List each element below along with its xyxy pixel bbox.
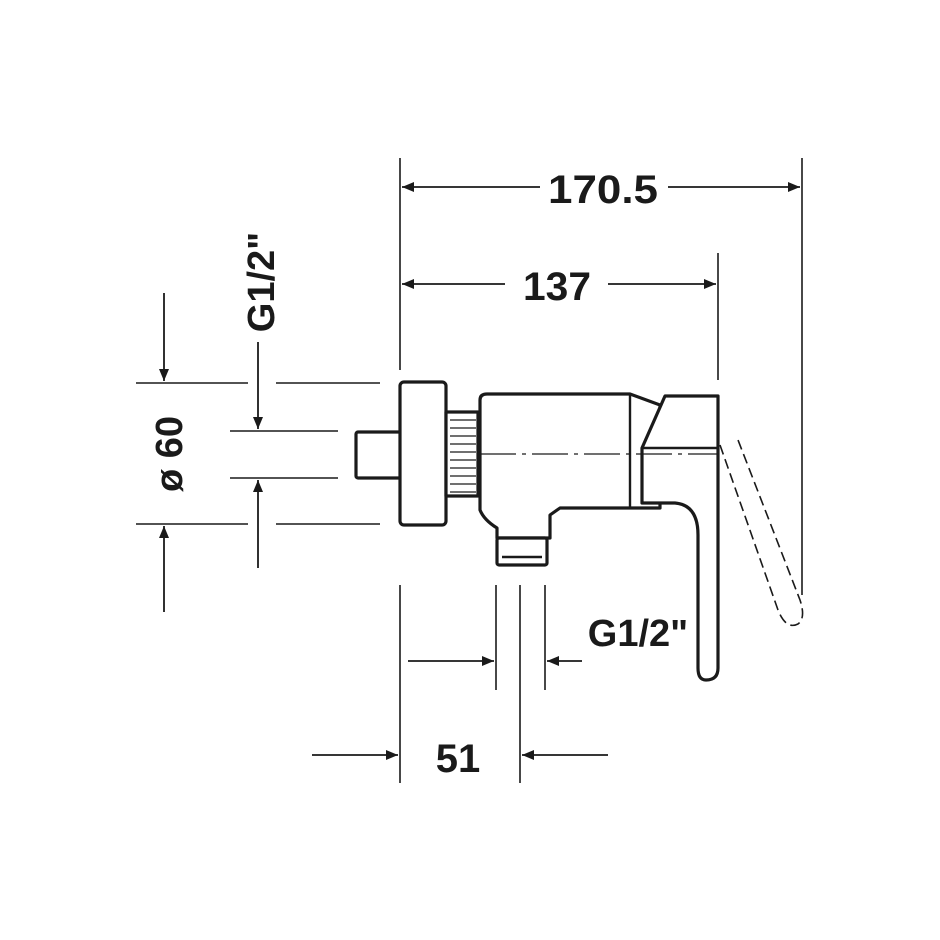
threaded-nut	[444, 410, 480, 498]
body-details	[502, 394, 718, 559]
dimension-lines	[159, 182, 800, 760]
dim-diameter: ø 60	[149, 416, 191, 492]
mixer-outline	[354, 380, 720, 682]
wall-connector	[354, 430, 404, 480]
dim-outlet-thread: G1/2"	[588, 613, 688, 655]
dim-body-width: 137	[523, 265, 591, 309]
dim-inlet-thread: G1/2"	[241, 232, 283, 332]
thread-hatching	[450, 419, 476, 493]
outlet-stub	[495, 536, 549, 567]
valve-body	[478, 392, 662, 540]
lever-alt-position	[719, 439, 804, 627]
dim-projection: 51	[436, 737, 481, 781]
dim-total-width: 170.5	[548, 168, 658, 212]
wall-flange	[398, 380, 448, 527]
lever-handle	[640, 394, 720, 682]
extension-lines	[136, 158, 803, 783]
